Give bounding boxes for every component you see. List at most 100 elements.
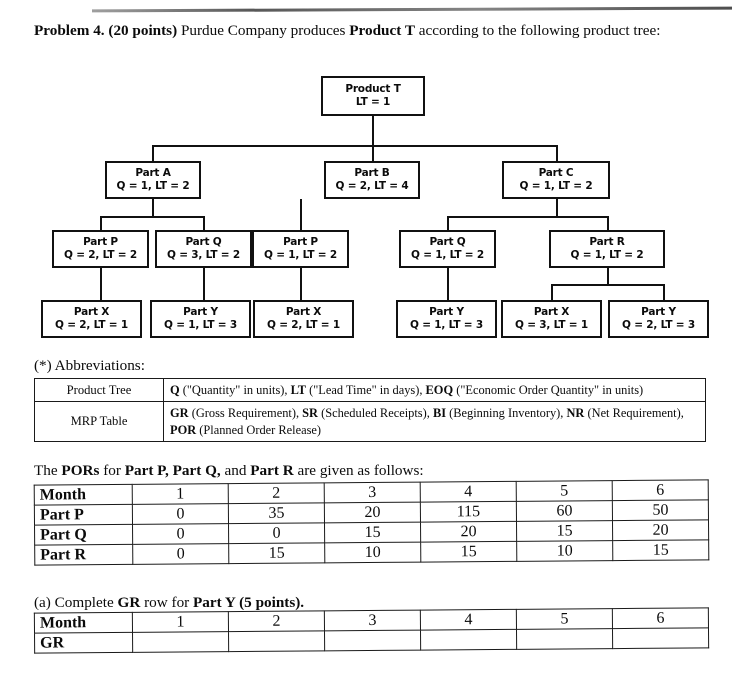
connector-part-b-to-p [300, 199, 302, 230]
node-title: Part X [285, 305, 322, 318]
tree-node-part-p-under-b: Part P Q = 1, LT = 2 [252, 230, 349, 268]
node-title: Product T [345, 82, 401, 95]
node-title: Part B [354, 166, 390, 179]
statement-text-2: according to the following product tree: [414, 22, 661, 39]
gr-answer-cell-m5[interactable] [516, 628, 613, 650]
tree-node-part-q-under-a: Part Q Q = 3, LT = 2 [155, 230, 252, 268]
pors-cell: 15 [612, 539, 709, 561]
abbr-key-mrp-table: MRP Table [34, 401, 164, 443]
pors-table: Month 1 2 3 4 5 6 Part P 0 35 20 115 60 … [33, 479, 710, 566]
pors-cell: 15 [228, 542, 325, 564]
node-detail: Q = 1, LT = 2 [264, 249, 337, 261]
gr-answer-cell-m4[interactable] [420, 629, 517, 651]
pors-cell: 15 [324, 522, 421, 543]
connector-to-part-b [372, 145, 374, 161]
node-detail: LT = 1 [355, 96, 391, 108]
tree-node-part-y-3: Part Y Q = 2, LT = 3 [608, 300, 709, 338]
node-detail: Q = 1, LT = 2 [116, 180, 190, 192]
connector-to-part-a [152, 145, 154, 161]
pors-row-label-part-p: Part P [34, 504, 133, 526]
node-title: Part Y [641, 305, 676, 318]
tree-node-product-t: Product T LT = 1 [321, 76, 425, 116]
pors-header-m5: 5 [516, 480, 613, 502]
gr-header-m6: 6 [612, 607, 709, 629]
connector-part-r-bus [551, 284, 665, 286]
node-title: Part C [538, 166, 574, 179]
node-detail: Q = 1, LT = 3 [410, 319, 483, 331]
tree-node-part-p-under-a: Part P Q = 2, LT = 2 [52, 230, 149, 268]
pors-cell: 15 [420, 541, 517, 563]
question-a-prompt: (a) Complete GR row for Part Y (5 points… [34, 594, 305, 611]
pors-row-label-part-q: Part Q [34, 524, 133, 546]
connector-r-to-y [663, 284, 665, 300]
gr-header-m5: 5 [516, 608, 613, 630]
node-title: Part Y [183, 305, 218, 318]
pors-header-m6: 6 [612, 479, 709, 501]
gr-row-label: GR [34, 632, 133, 654]
pors-cell: 35 [228, 502, 325, 524]
node-title: Part Q [429, 235, 466, 248]
pors-header-m3: 3 [324, 482, 421, 503]
gr-answer-cell-m3[interactable] [324, 630, 421, 651]
node-detail: Q = 3, LT = 1 [515, 319, 588, 331]
node-detail: Q = 2, LT = 3 [622, 319, 695, 331]
pors-header-m2: 2 [228, 482, 325, 504]
connector-root-drop [372, 116, 374, 145]
connector-part-r-drop [607, 268, 609, 284]
pors-cell: 20 [612, 519, 709, 541]
pors-intro-text: The PORs for Part P, Part Q, and Part R … [34, 462, 424, 479]
problem-label: Problem 4. (20 points) [34, 22, 178, 39]
pors-cell: 10 [516, 540, 613, 562]
connector-a-to-p [100, 216, 102, 230]
tree-node-part-a: Part A Q = 1, LT = 2 [105, 161, 201, 199]
abbr-value-mrp-table: GR (Gross Requirement), SR (Scheduled Re… [163, 401, 706, 443]
product-tree-diagram: Product T LT = 1 Part A Q = 1, LT = 2 Pa… [0, 68, 734, 354]
product-name-bold: Product T [349, 22, 415, 39]
table-row: Product Tree Q ("Quantity" in units), LT… [34, 377, 706, 403]
connector-p-to-x-2 [300, 268, 302, 300]
node-detail: Q = 2, LT = 1 [267, 319, 340, 331]
node-title: Part Y [429, 305, 464, 318]
gr-answer-cell-m1[interactable] [132, 631, 229, 653]
node-detail: Q = 3, LT = 2 [167, 249, 240, 261]
gr-header-month: Month [34, 612, 133, 634]
node-title: Part P [283, 235, 318, 248]
table-row: GR [34, 627, 709, 654]
connector-a-to-q [203, 216, 205, 230]
pors-cell: 0 [132, 543, 229, 565]
connector-part-c-drop [556, 199, 558, 216]
connector-part-c-bus [447, 216, 609, 218]
gr-answer-table: Month 1 2 3 4 5 6 GR [33, 607, 710, 654]
node-title: Part A [135, 166, 171, 179]
table-row: MRP Table GR (Gross Requirement), SR (Sc… [34, 401, 706, 443]
node-title: Part X [73, 305, 110, 318]
abbreviations-heading: (*) Abbreviations: [34, 357, 145, 374]
tree-node-part-y-2: Part Y Q = 1, LT = 3 [396, 300, 497, 338]
pors-cell: 115 [420, 501, 517, 523]
pors-cell: 60 [516, 500, 613, 522]
node-detail: Q = 2, LT = 2 [64, 249, 137, 261]
statement-text-1: Purdue Company produces [177, 22, 350, 39]
abbr-key-product-tree: Product Tree [34, 377, 164, 403]
tree-node-part-x-2: Part X Q = 2, LT = 1 [253, 300, 354, 338]
pors-header-month: Month [34, 484, 133, 506]
scan-artifact-line [91, 6, 733, 13]
connector-part-a-drop [152, 199, 154, 216]
connector-q-to-y-2 [447, 268, 449, 300]
abbreviations-table: Product Tree Q ("Quantity" in units), LT… [34, 377, 706, 443]
pors-cell: 20 [420, 521, 517, 543]
node-detail: Q = 1, LT = 2 [570, 249, 644, 261]
gr-answer-cell-m6[interactable] [612, 627, 709, 649]
node-detail: Q = 2, LT = 4 [335, 180, 409, 192]
node-title: Part X [533, 305, 570, 318]
pors-cell: 0 [132, 523, 229, 545]
problem-statement: Problem 4. (20 points) Purdue Company pr… [34, 20, 710, 42]
gr-header-m4: 4 [420, 609, 517, 631]
pors-cell: 0 [228, 522, 325, 544]
pors-header-m1: 1 [132, 483, 229, 505]
tree-node-part-q-under-c: Part Q Q = 1, LT = 2 [399, 230, 496, 268]
tree-node-part-x-3: Part X Q = 3, LT = 1 [501, 300, 602, 338]
connector-p-to-x-1 [100, 268, 102, 300]
gr-answer-cell-m2[interactable] [228, 630, 325, 652]
